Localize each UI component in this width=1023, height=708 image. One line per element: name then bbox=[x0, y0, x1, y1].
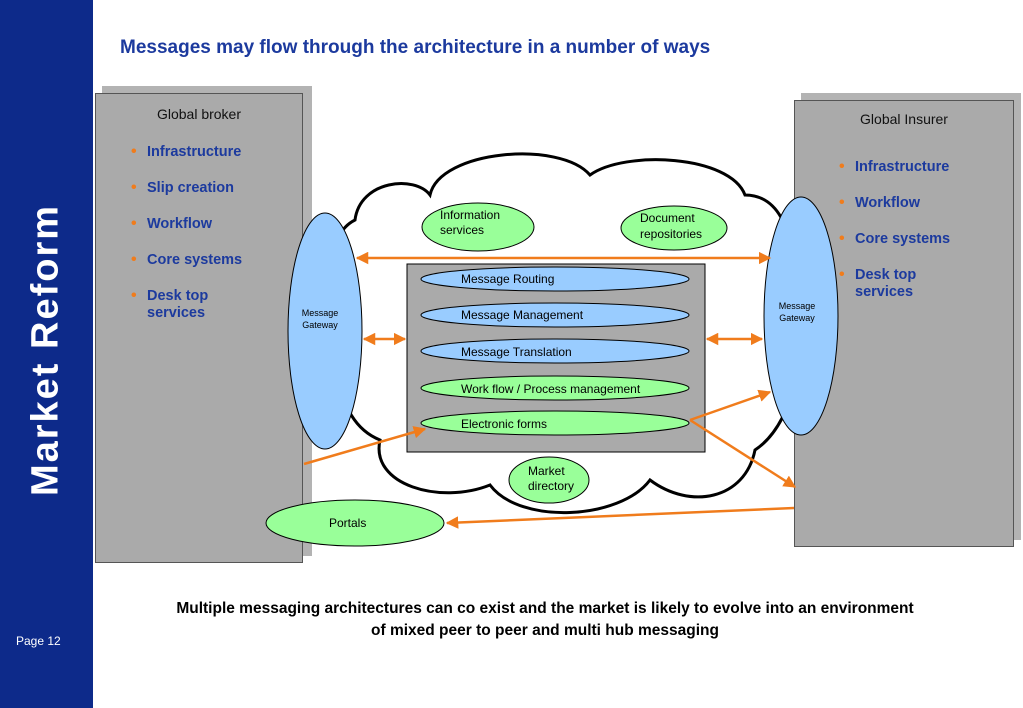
svg-text:Message Management: Message Management bbox=[461, 308, 584, 322]
service-message-translation bbox=[420, 338, 690, 364]
page-number: Page 12 bbox=[16, 634, 61, 648]
arrow-insurer-to-portals bbox=[445, 506, 795, 529]
broker-panel: Global broker •Infrastructure •Slip crea… bbox=[95, 93, 303, 563]
service-electronic-forms bbox=[420, 410, 690, 436]
bullet-icon: • bbox=[131, 215, 137, 232]
insurer-item: •Core systems bbox=[839, 230, 951, 247]
arrow-broker-to-eforms bbox=[303, 426, 427, 466]
arrow-eforms-to-gateway bbox=[689, 389, 772, 422]
bullet-icon: • bbox=[839, 266, 845, 283]
svg-text:Work flow / Process management: Work flow / Process management bbox=[461, 382, 641, 396]
broker-panel-title: Global broker bbox=[156, 106, 242, 122]
broker-item: •Infrastructure bbox=[131, 143, 242, 160]
document-repositories-node bbox=[620, 205, 728, 251]
svg-text:Message Routing: Message Routing bbox=[461, 272, 554, 286]
right-message-gateway bbox=[763, 196, 839, 436]
insurer-item: •Desk top services bbox=[839, 266, 917, 300]
svg-text:Portals: Portals bbox=[329, 516, 366, 530]
bullet-icon: • bbox=[131, 179, 137, 196]
flow-arrows bbox=[303, 251, 797, 529]
sidebar: Market Reform Page 12 bbox=[0, 0, 93, 708]
bullet-icon: • bbox=[131, 287, 137, 304]
footer-note: Multiple messaging architectures can co … bbox=[100, 598, 990, 642]
bullet-icon: • bbox=[131, 143, 137, 160]
insurer-item: •Workflow bbox=[839, 194, 920, 211]
svg-text:Message Translation: Message Translation bbox=[461, 345, 572, 359]
broker-item: •Slip creation bbox=[131, 179, 235, 196]
bullet-icon: • bbox=[839, 194, 845, 211]
portals-node bbox=[265, 499, 445, 547]
arrow-eforms-to-insurer bbox=[689, 418, 797, 489]
service-message-management bbox=[420, 302, 690, 328]
hub-services: Message Routing Message Management Messa… bbox=[420, 266, 690, 436]
footer-line-1: Multiple messaging architectures can co … bbox=[176, 600, 914, 617]
slide-title: Messages may flow through the architectu… bbox=[120, 37, 711, 58]
market-directory-node bbox=[508, 456, 590, 504]
footer-line-2: of mixed peer to peer and multi hub mess… bbox=[371, 622, 719, 639]
bullet-icon: • bbox=[839, 230, 845, 247]
insurer-item: •Infrastructure bbox=[839, 158, 950, 175]
left-message-gateway bbox=[287, 212, 363, 450]
broker-list: •Infrastructure •Slip creation •Workflow… bbox=[131, 143, 291, 341]
bullet-icon: • bbox=[131, 251, 137, 268]
broker-item: •Workflow bbox=[131, 215, 212, 232]
svg-text:Electronic forms: Electronic forms bbox=[461, 417, 547, 431]
information-services-node bbox=[421, 202, 535, 252]
service-message-routing bbox=[420, 266, 690, 292]
insurer-panel-title: Global Insurer bbox=[860, 111, 948, 127]
broker-item: •Desk top services bbox=[131, 287, 209, 321]
insurer-list: •Infrastructure •Workflow •Core systems … bbox=[839, 158, 999, 320]
broker-item: •Core systems bbox=[131, 251, 243, 268]
service-workflow-management bbox=[420, 375, 690, 401]
bullet-icon: • bbox=[839, 158, 845, 175]
